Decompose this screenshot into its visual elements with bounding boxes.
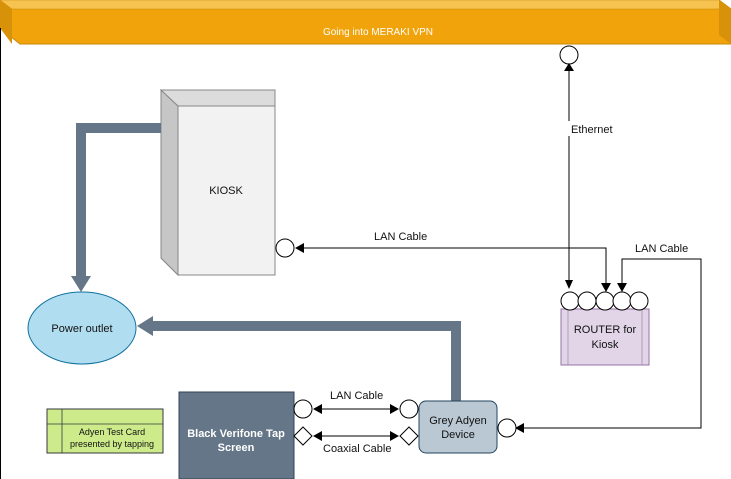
grey-adyen-node[interactable]: Grey Adyen Device [418,400,498,454]
router-port-2[interactable] [577,291,597,311]
coaxial-edge[interactable] [313,431,399,441]
router-port-3[interactable] [595,291,615,311]
meraki-vpn-banner[interactable]: Going into MERAKI VPN [0,0,731,45]
kiosk-label: KIOSK [209,185,243,197]
router-label-line2: Kiosk [592,339,619,351]
grey-adyen-label-line2: Device [441,429,475,441]
grey-adyen-right-port[interactable] [497,418,517,438]
router-ports [560,291,649,311]
lan-router-adyen-edge[interactable] [515,258,702,433]
verifone-node[interactable]: Black Verifone Tap Screen [178,391,295,479]
verifone-label-line1: Black Verifone Tap [187,428,285,440]
lan-kiosk-edge[interactable] [295,243,611,292]
power-outlet-label: Power outlet [51,323,112,335]
kiosk-power-arrow[interactable] [71,123,161,292]
ethernet-connector[interactable] [559,45,579,65]
router-label-line1: ROUTER for [574,324,637,336]
kiosk-lan-port[interactable] [275,238,295,258]
verifone-label-line2: Screen [218,442,255,454]
router-port-4[interactable] [612,291,632,311]
lan-verifone-adyen-edge[interactable] [313,404,399,414]
grey-adyen-coax-port[interactable] [399,426,419,446]
router-port-5[interactable] [629,291,649,311]
lan-kiosk-edge-label: LAN Cable [374,231,427,243]
grey-adyen-label-line1: Grey Adyen [429,415,486,427]
grey-adyen-lan-port[interactable] [399,399,419,419]
verifone-lan-port[interactable] [293,399,313,419]
lan-verifone-adyen-edge-label: LAN Cable [330,390,383,402]
adyen-power-arrow[interactable] [137,316,461,401]
ethernet-edge-label: Ethernet [571,124,613,136]
power-outlet-node[interactable]: Power outlet [27,291,137,365]
test-card-node[interactable]: Adyen Test Card presented by tapping [46,408,164,454]
router-port-1[interactable] [560,291,580,311]
test-card-label-line2: presented by tapping [70,439,154,449]
kiosk-node[interactable]: KIOSK [159,88,276,277]
verifone-coax-port[interactable] [293,426,313,446]
meraki-vpn-banner-label: Going into MERAKI VPN [323,27,433,38]
coaxial-edge-label: Coaxial Cable [323,443,391,455]
lan-router-adyen-edge-label: LAN Cable [635,243,688,255]
test-card-label-line1: Adyen Test Card [79,427,145,437]
router-node[interactable]: ROUTER for Kiosk [560,308,650,366]
